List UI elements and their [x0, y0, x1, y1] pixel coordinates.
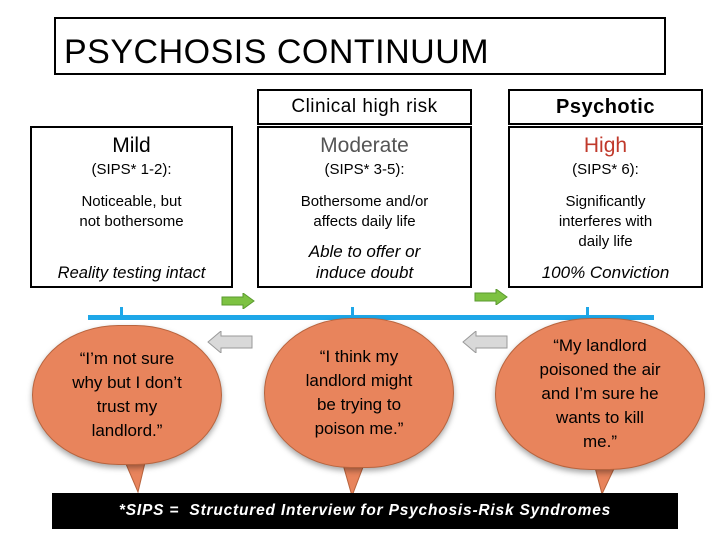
quote-line: poison me.”: [314, 419, 404, 438]
quote-line: me.”: [582, 432, 617, 451]
regression-left-arrow-icon: [462, 331, 508, 353]
header-psychotic: Psychotic: [508, 89, 703, 125]
description-line: Noticeable, but: [81, 193, 182, 210]
reality-line: Reality testing intact: [57, 264, 206, 282]
sips-score: (SIPS* 6):: [572, 161, 639, 178]
column-moderate: Moderate (SIPS* 3-5): Bothersome and/or …: [257, 126, 472, 288]
regression-left-arrow-icon: [207, 331, 253, 353]
continuum-tick: [586, 307, 589, 315]
quote-bubble-mild: “I’m not sure why but I don’t trust my l…: [32, 325, 222, 465]
reality-line: 100% Conviction: [541, 263, 670, 282]
page-title: PSYCHOSIS CONTINUUM: [64, 33, 490, 71]
left-accent-bar: [0, 0, 10, 540]
sips-score: (SIPS* 3-5):: [324, 161, 405, 178]
level-label: Mild: [112, 134, 151, 157]
continuum-tick: [120, 307, 123, 315]
reality-line: Able to offer or: [308, 242, 421, 261]
reality-line: induce doubt: [315, 263, 414, 282]
description-line: affects daily life: [313, 213, 416, 230]
quote-line: “I think my: [319, 347, 399, 366]
severity-description: Bothersome and/or affects daily life: [265, 192, 464, 232]
header-clinical-high-risk: Clinical high risk: [257, 89, 472, 125]
column-high: High (SIPS* 6): Significantly interferes…: [508, 126, 703, 288]
description-line: not bothersome: [79, 213, 184, 230]
level-label: Moderate: [320, 134, 409, 157]
reality-testing: Reality testing intact: [32, 263, 231, 284]
severity-description: Noticeable, but not bothersome: [38, 192, 225, 232]
sips-score: (SIPS* 1-2):: [91, 161, 172, 178]
quote-bubble-moderate: “I think my landlord might be trying to …: [264, 318, 454, 468]
progression-right-arrow-icon: [221, 293, 255, 309]
quote-line: why but I don’t: [72, 373, 182, 392]
title-box: PSYCHOSIS CONTINUUM: [54, 17, 666, 75]
reality-testing: 100% Conviction: [510, 262, 701, 283]
quote-line: “My landlord: [553, 336, 647, 355]
description-line: interferes with: [558, 213, 653, 230]
quote-line: landlord might: [305, 371, 413, 390]
quote-line: and I’m sure he: [541, 384, 659, 403]
quote-line: trust my: [96, 397, 158, 416]
reality-testing: Able to offer or induce doubt: [259, 241, 470, 283]
severity-description: Significantly interferes with daily life: [516, 192, 695, 252]
sips-footnote: *SIPS = Structured Interview for Psychos…: [52, 493, 678, 529]
progression-right-arrow-icon: [474, 289, 508, 305]
description-line: daily life: [578, 233, 633, 250]
quote-line: wants to kill: [556, 408, 644, 427]
continuum-line: [88, 315, 654, 320]
continuum-tick: [351, 307, 354, 315]
column-mild: Mild (SIPS* 1-2): Noticeable, but not bo…: [30, 126, 233, 288]
quote-line: “I’m not sure: [79, 349, 175, 368]
description-line: Significantly: [565, 193, 646, 210]
description-line: Bothersome and/or: [300, 193, 429, 210]
quote-bubble-high: “My landlord poisoned the air and I’m su…: [495, 318, 705, 470]
quote-line: poisoned the air: [539, 360, 661, 379]
level-label: High: [583, 134, 628, 157]
quote-line: be trying to: [316, 395, 402, 414]
quote-line: landlord.”: [91, 421, 163, 440]
